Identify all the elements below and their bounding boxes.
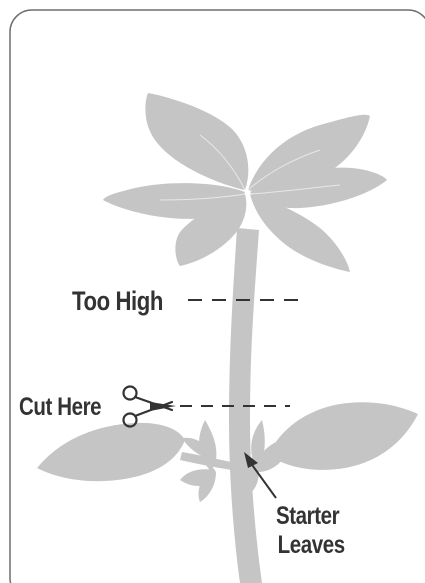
starter-leaves-label: Starter Leaves	[276, 502, 358, 560]
starter-label-line2: Leaves	[278, 531, 358, 560]
starter-label-line1: Starter	[276, 502, 358, 531]
too-high-label: Too High	[72, 286, 163, 317]
cut-here-label: Cut Here	[19, 393, 101, 422]
